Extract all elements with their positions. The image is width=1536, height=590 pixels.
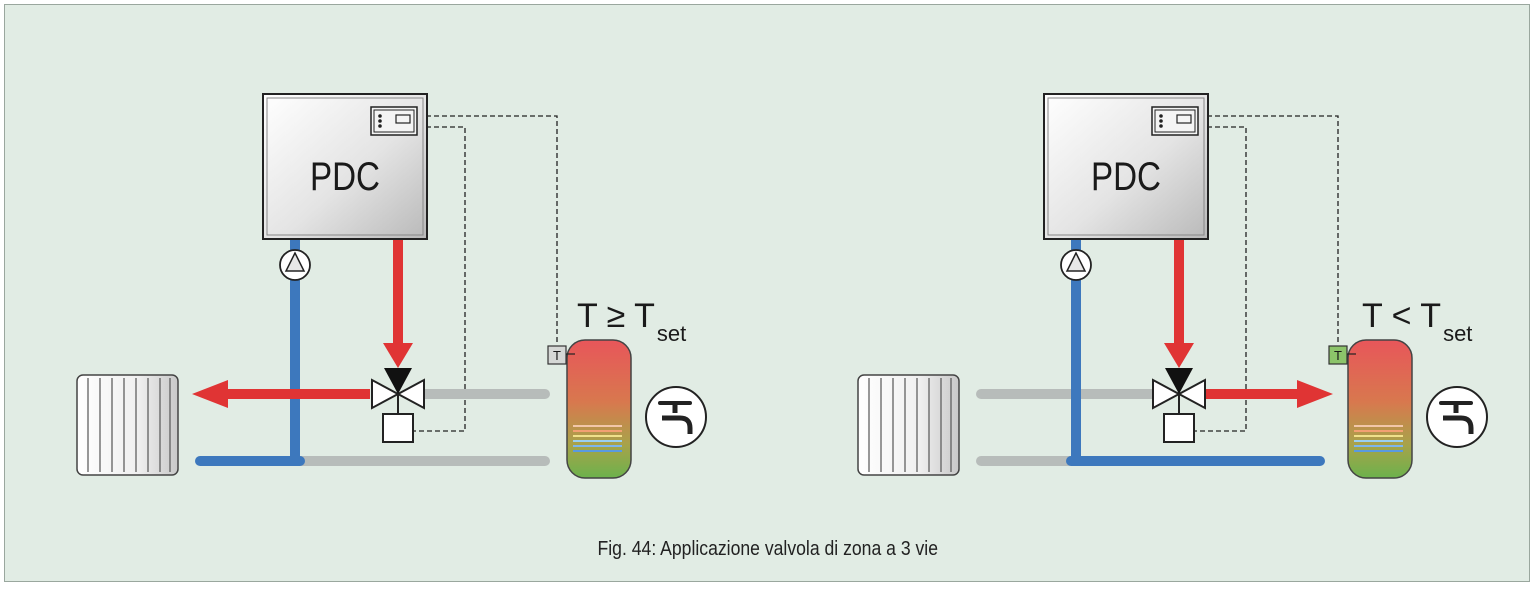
control-wiring <box>1195 115 1339 432</box>
hot-water-tank-icon <box>566 339 632 479</box>
condition-label: T < Tset <box>1362 297 1472 346</box>
heat-pump-unit: PDC <box>262 93 428 240</box>
supply-pipe <box>192 240 413 408</box>
figure-caption: Fig. 44: Applicazione valvola di zona a … <box>597 538 938 560</box>
panel-left: PDC <box>76 93 707 479</box>
supply-pipe <box>1164 240 1333 408</box>
idle-pipes <box>976 389 1160 466</box>
panel-right: PDC <box>857 93 1488 479</box>
unit-label: PDC <box>1091 155 1161 199</box>
temperature-sensor: T <box>1328 345 1356 365</box>
hot-water-tank-icon <box>1347 339 1413 479</box>
tap-icon <box>645 386 707 448</box>
tank-coil <box>1354 425 1403 452</box>
circulation-pump-icon <box>1060 249 1092 281</box>
controller-display-icon <box>1151 106 1199 136</box>
unit-label: PDC <box>310 155 380 199</box>
tap-icon <box>1426 386 1488 448</box>
idle-pipes <box>293 389 550 466</box>
sensor-label: T <box>553 348 561 363</box>
sensor-label: T <box>1334 348 1342 363</box>
controller-display-icon <box>370 106 418 136</box>
tank-coil <box>573 425 622 452</box>
diagram-frame <box>4 4 1530 582</box>
condition-label: T ≥ Tset <box>577 297 686 346</box>
circulation-pump-icon <box>279 249 311 281</box>
radiator-icon <box>857 374 960 476</box>
temperature-sensor: T <box>547 345 575 365</box>
heat-pump-unit: PDC <box>1043 93 1209 240</box>
control-wiring <box>414 115 558 432</box>
three-way-valve-icon <box>371 368 425 443</box>
return-pipe <box>1066 240 1325 466</box>
three-way-valve-icon <box>1152 368 1206 443</box>
radiator-icon <box>76 374 179 476</box>
